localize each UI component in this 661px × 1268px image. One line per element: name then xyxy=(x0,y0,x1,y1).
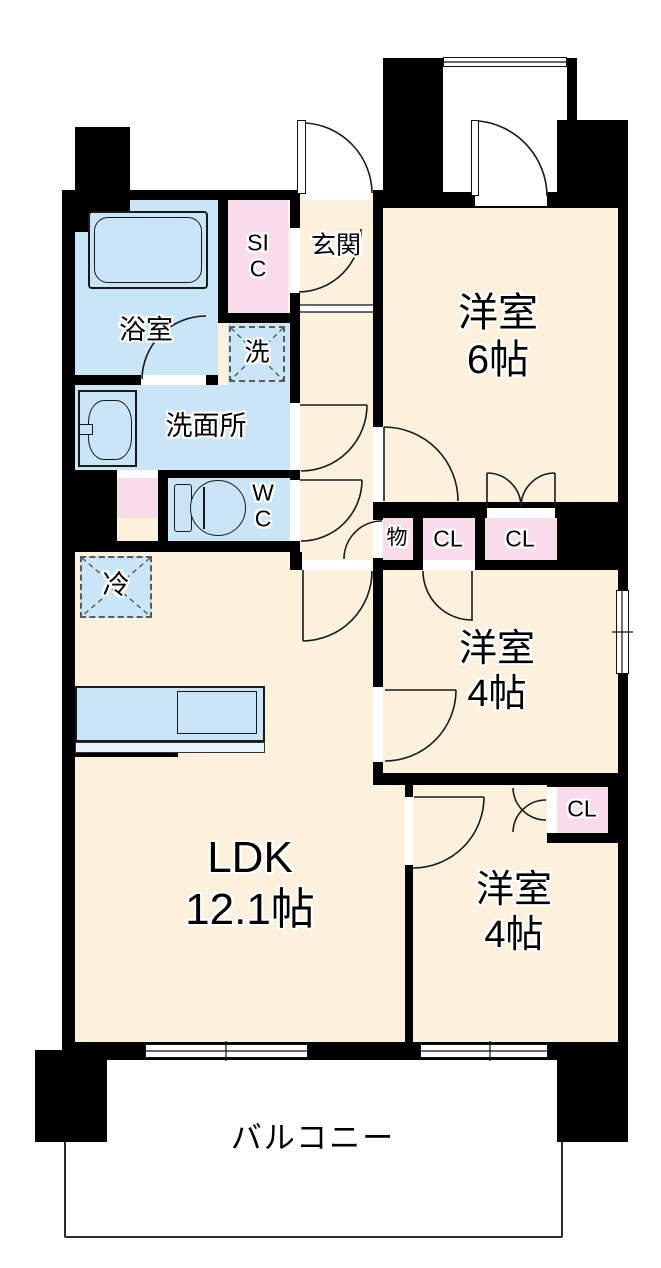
label-fridge: 冷 xyxy=(102,570,130,601)
wall-segment xyxy=(35,1050,107,1142)
closet-cl-lower xyxy=(557,787,608,833)
wall-segment xyxy=(383,58,443,205)
bedroom4-bottom-size: 4帖 xyxy=(484,914,544,956)
bathtub xyxy=(88,211,208,289)
alcove-door-leaf xyxy=(471,120,479,196)
label-balcony: バルコニー xyxy=(230,1120,396,1156)
window xyxy=(145,1044,308,1058)
label-wc: WC xyxy=(252,479,274,532)
label-cl-lower: CL xyxy=(567,795,597,822)
wall-segment xyxy=(557,120,628,205)
wall-segment xyxy=(62,541,300,552)
door-opening xyxy=(302,560,372,570)
bedroom4-mid-size: 4帖 xyxy=(467,673,527,715)
ldk-size: 12.1帖 xyxy=(185,885,315,934)
bedroom6-name: 洋室 xyxy=(458,290,538,335)
label-ldk: LDK 12.1帖 xyxy=(100,832,400,936)
label-bath: 浴室 xyxy=(119,315,173,346)
bedroom4-mid-name: 洋室 xyxy=(458,628,535,671)
label-bedroom4-mid: 洋室 4帖 xyxy=(387,627,607,717)
wall-segment xyxy=(290,200,300,552)
door-opening xyxy=(290,403,300,470)
label-genkan: 玄関 xyxy=(310,231,362,260)
door-opening xyxy=(290,228,300,293)
door-opening xyxy=(547,787,557,833)
wall-segment xyxy=(373,190,383,570)
toilet-seat-line xyxy=(203,487,205,529)
door-opening xyxy=(475,192,547,206)
wall-segment xyxy=(567,58,577,120)
wall-segment xyxy=(373,570,383,785)
entrance-door-leaf xyxy=(297,120,306,194)
window xyxy=(616,590,629,674)
door-opening xyxy=(487,508,555,518)
door-opening xyxy=(373,687,383,762)
kitchen-sink xyxy=(177,691,257,734)
vanity-basin xyxy=(88,400,132,460)
door-opening xyxy=(423,560,475,570)
window xyxy=(420,1044,548,1058)
closet-storage xyxy=(383,518,413,560)
wall-segment xyxy=(290,552,302,570)
door-opening xyxy=(405,797,413,865)
label-sic: SIC xyxy=(247,229,269,282)
door-opening xyxy=(373,427,383,502)
closet-linen xyxy=(117,478,158,518)
closet-cl-mid xyxy=(423,518,475,560)
wall-segment xyxy=(62,478,117,541)
wall-segment xyxy=(158,478,168,541)
label-bedroom6: 洋室 6帖 xyxy=(388,290,608,384)
door-opening xyxy=(141,375,206,385)
wall-segment xyxy=(475,518,485,560)
vanity-tap xyxy=(79,424,93,435)
toilet-bowl xyxy=(190,480,246,536)
wall-segment xyxy=(557,1052,628,1142)
vanity-unit xyxy=(78,390,137,467)
bedroom6-size: 6帖 xyxy=(466,338,530,382)
label-bedroom4-bottom: 洋室 4帖 xyxy=(404,868,624,958)
door-opening xyxy=(117,470,158,478)
label-lavatory: 洗面所 xyxy=(165,411,247,442)
wall-segment xyxy=(373,560,618,570)
balcony-railing xyxy=(64,1058,563,1238)
bathtub-inner xyxy=(94,217,202,283)
closet-cl-hall xyxy=(485,518,557,560)
closet-sic xyxy=(228,200,288,313)
door-opening xyxy=(373,520,383,558)
wall-segment xyxy=(405,783,413,1060)
counter-edge xyxy=(75,742,265,753)
door-opening xyxy=(300,305,373,312)
wall-segment xyxy=(75,190,300,200)
wall-segment xyxy=(557,508,618,567)
door-opening xyxy=(305,190,372,200)
wall-segment xyxy=(218,200,228,323)
label-cl-mid: CL xyxy=(505,525,535,552)
label-washer: 洗 xyxy=(244,338,270,367)
wall-segment xyxy=(373,773,618,785)
wall-segment xyxy=(218,313,298,323)
label-storage: 物 xyxy=(386,526,408,550)
ldk-name: LDK xyxy=(207,833,293,883)
label-cl-hall: CL xyxy=(433,525,463,552)
wall-segment xyxy=(62,190,75,1060)
window xyxy=(443,57,567,67)
wall-segment xyxy=(413,518,423,560)
wall-segment xyxy=(62,470,300,478)
bedroom4-bottom-name: 洋室 xyxy=(475,869,552,912)
door-opening xyxy=(290,480,300,541)
